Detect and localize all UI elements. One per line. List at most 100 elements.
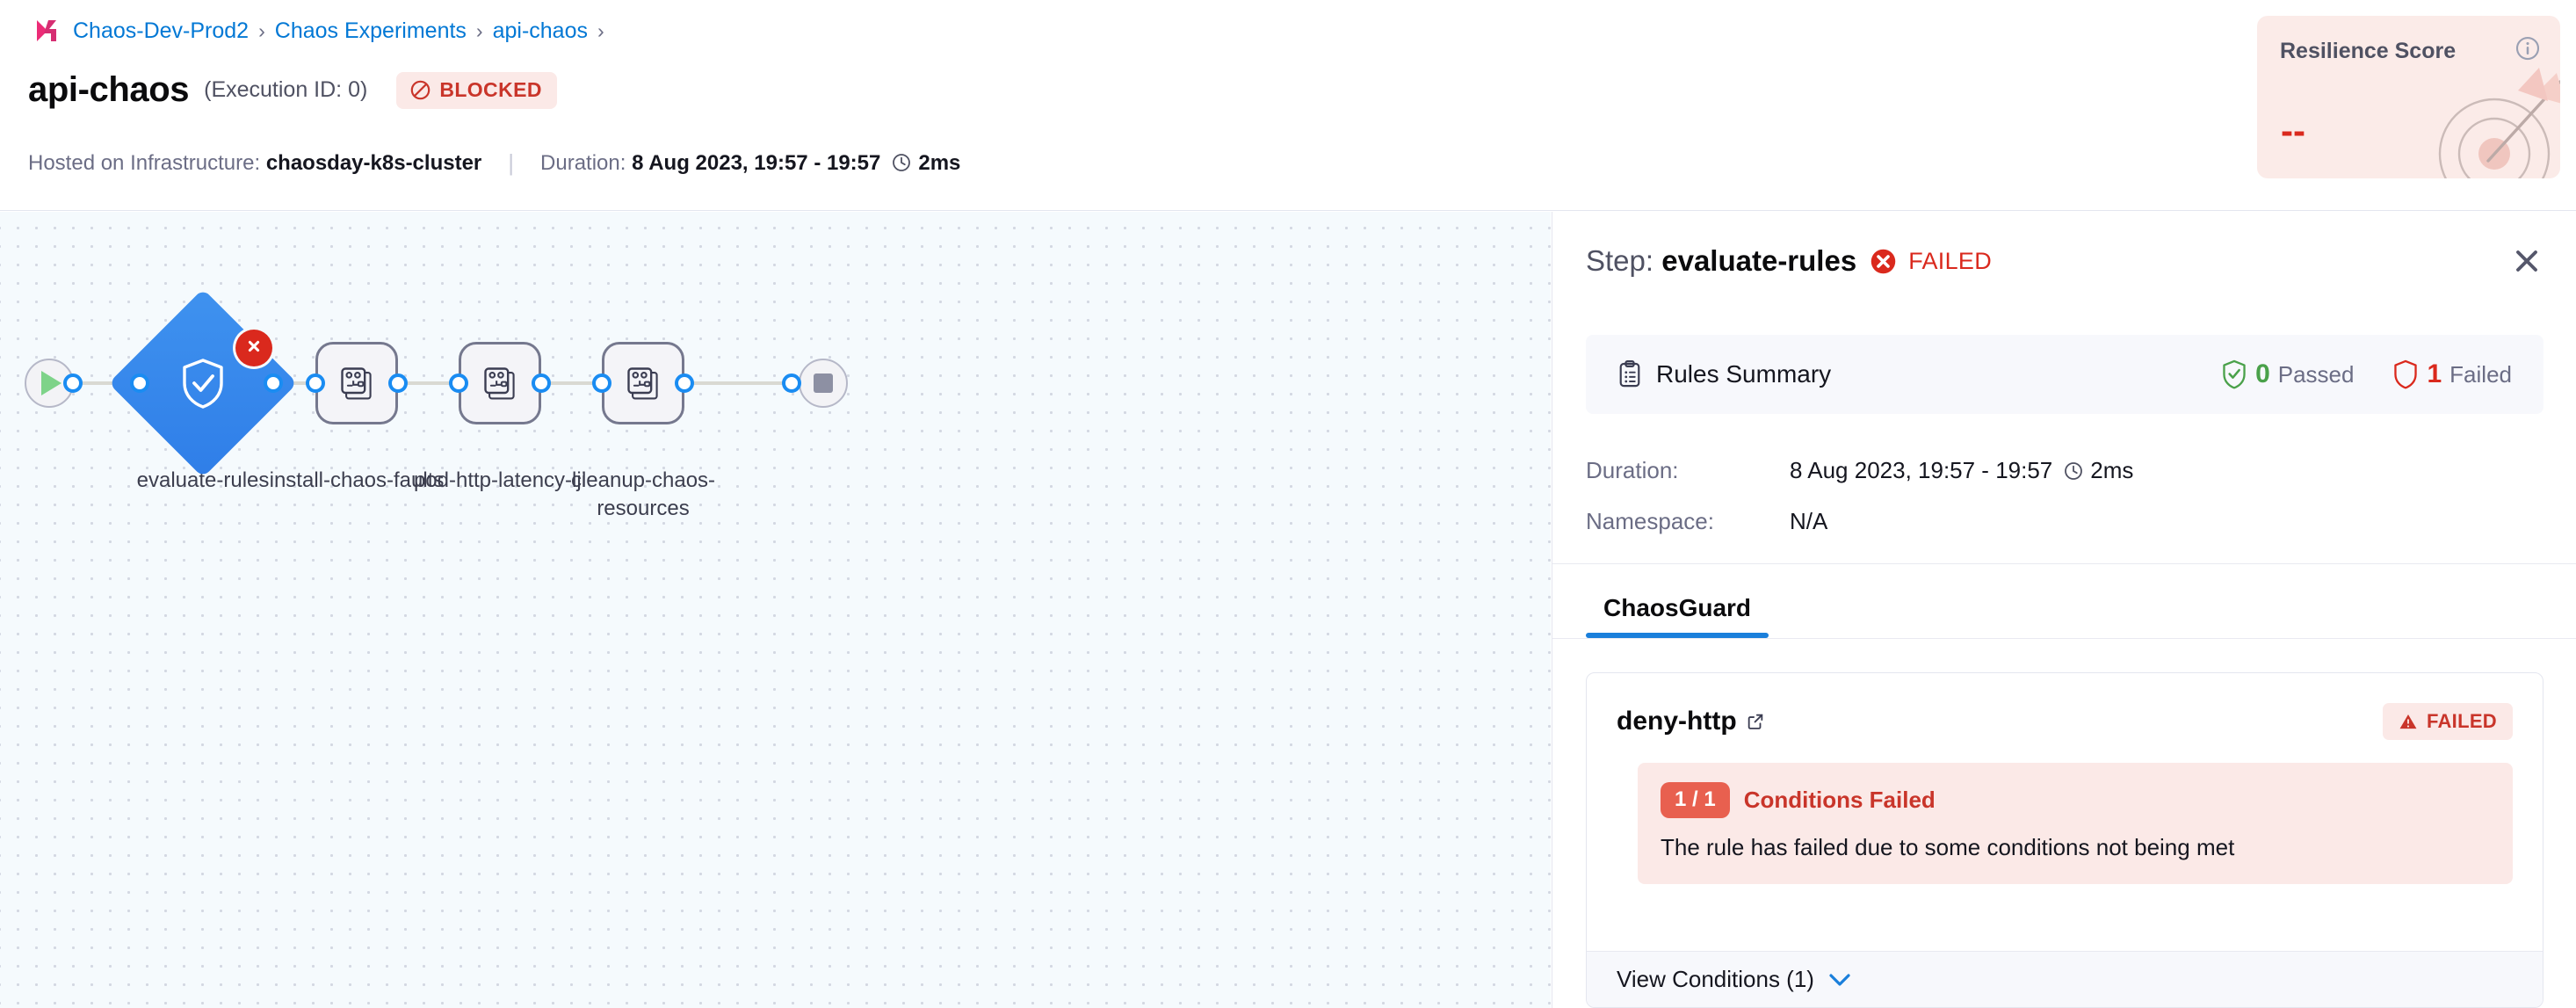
rules-passed-count: 0 <box>2255 359 2270 388</box>
node-pod-http-latency-lji[interactable] <box>459 342 541 424</box>
duration-value: 2ms <box>918 150 961 175</box>
rules-failed-stat: 1 Failed <box>2392 359 2512 389</box>
shield-outline-icon <box>2392 359 2419 389</box>
panel-tabs: ChaosGuard <box>1552 563 2576 639</box>
panel-title: Step: evaluate-rules <box>1586 244 1856 278</box>
clock-icon <box>2052 457 2090 484</box>
warning-triangle-icon <box>2399 713 2418 730</box>
conditions-failed-box: 1 / 1 Conditions Failed The rule has fai… <box>1638 763 2513 884</box>
blocked-icon <box>409 79 431 101</box>
clipboard-icon <box>1617 360 1642 388</box>
edge-start-to-evaluate-rules <box>73 381 139 385</box>
port-latency-in[interactable] <box>449 373 468 393</box>
panel-status-label: FAILED <box>1908 247 1993 274</box>
meta-row: Hosted on Infrastructure: chaosday-k8s-c… <box>28 149 960 177</box>
view-conditions-label: View Conditions (1) <box>1617 966 1814 992</box>
conditions-failed-header: 1 / 1 Conditions Failed <box>1661 782 2490 818</box>
port-end-in[interactable] <box>782 373 801 393</box>
node-evaluate-rules-icon-wrap <box>136 316 270 450</box>
step-details-panel: Step: evaluate-rules FAILED <box>1552 212 2576 1008</box>
detail-key-namespace: Namespace: <box>1586 507 1714 534</box>
rules-failed-count: 1 <box>2427 359 2442 388</box>
port-cleanup-out[interactable] <box>675 373 694 393</box>
conditions-failed-chip: 1 / 1 <box>1661 782 1730 818</box>
port-evaluate-rules-out[interactable] <box>264 373 283 393</box>
error-x-icon <box>1856 247 1908 276</box>
status-badge-label: BLOCKED <box>439 77 542 101</box>
start-node[interactable] <box>25 359 74 408</box>
tab-chaosguard[interactable]: ChaosGuard <box>1586 594 1769 638</box>
port-evaluate-rules-in[interactable] <box>130 373 149 393</box>
detail-key-duration: Duration: <box>1586 456 1679 483</box>
detail-row-duration: Duration: 8 Aug 2023, 19:57 - 19:57 2ms <box>1586 445 2464 496</box>
rule-status-badge-label: FAILED <box>2426 710 2497 732</box>
port-cleanup-in[interactable] <box>592 373 611 393</box>
chevron-down-icon <box>1828 973 1851 987</box>
chaos-fault-icon <box>484 367 515 400</box>
node-label-install-chaos-faults: install-chaos-faults <box>269 468 445 492</box>
play-icon <box>41 371 62 395</box>
execution-id: (Execution ID: 0) <box>204 77 368 102</box>
rules-summary-left: Rules Summary <box>1617 360 1831 388</box>
rule-name[interactable]: deny-http <box>1617 707 1737 736</box>
error-x-icon <box>244 337 264 360</box>
clock-icon <box>880 151 918 176</box>
meta-divider: | <box>508 149 515 176</box>
rules-failed-label: Failed <box>2449 360 2512 388</box>
resilience-score-value: -- <box>2281 110 2305 151</box>
panel-title-prefix: Step: <box>1586 244 1654 277</box>
step-details-header: Step: evaluate-rules FAILED <box>1552 212 2576 310</box>
panel-step-name: evaluate-rules <box>1661 244 1857 277</box>
infra-label: Hosted on Infrastructure: <box>28 150 261 175</box>
breadcrumb-separator: › <box>475 18 483 42</box>
resilience-score-card: Resilience Score -- <box>2257 16 2560 178</box>
port-start-out[interactable] <box>63 373 83 393</box>
port-latency-out[interactable] <box>532 373 551 393</box>
breadcrumb-separator-trailing: › <box>597 18 604 42</box>
conditions-failed-label: Conditions Failed <box>1743 786 1936 813</box>
port-install-in[interactable] <box>306 373 325 393</box>
duration-range: 8 Aug 2023, 19:57 - 19:57 <box>632 150 881 175</box>
rule-status-badge: FAILED <box>2382 703 2513 740</box>
port-install-out[interactable] <box>388 373 408 393</box>
edge-latency-to-cleanup <box>541 381 601 385</box>
rules-passed-stat: 0 Passed <box>2221 359 2354 389</box>
detail-duration-range: 8 Aug 2023, 19:57 - 19:57 <box>1790 456 2053 483</box>
page-header: Chaos-Dev-Prod2 › Chaos Experiments › ap… <box>0 0 2576 211</box>
breadcrumb-item-2[interactable]: api-chaos <box>492 18 588 43</box>
rules-summary-title: Rules Summary <box>1656 360 1832 388</box>
harness-logo-icon <box>35 18 63 44</box>
edge-cleanup-to-end <box>684 381 790 385</box>
end-node[interactable] <box>799 359 848 408</box>
resilience-score-title: Resilience Score <box>2280 39 2457 63</box>
node-install-chaos-faults[interactable] <box>315 342 398 424</box>
node-label-pod-http-latency-lji: pod-http-latency-lji <box>413 468 587 492</box>
breadcrumb: Chaos-Dev-Prod2 › Chaos Experiments › ap… <box>35 18 604 44</box>
detail-row-namespace: Namespace: N/A <box>1586 496 2464 547</box>
close-icon[interactable] <box>2509 243 2544 279</box>
rules-summary-bar: Rules Summary 0 Passed <box>1586 335 2543 414</box>
view-conditions-toggle[interactable]: View Conditions (1) <box>1587 951 2543 1007</box>
detail-value-duration: 8 Aug 2023, 19:57 - 19:57 2ms <box>1790 457 2133 484</box>
duration-label: Duration: <box>540 150 626 175</box>
external-link-icon[interactable] <box>1746 712 1765 731</box>
rules-summary-stats: 0 Passed 1 Failed <box>2221 359 2512 389</box>
shield-check-icon <box>183 359 223 409</box>
step-detail-list: Duration: 8 Aug 2023, 19:57 - 19:57 2ms … <box>1586 445 2464 547</box>
stop-icon <box>814 373 833 393</box>
detail-duration-value: 2ms <box>2090 456 2134 483</box>
node-cleanup-chaos-resources[interactable] <box>602 342 684 424</box>
tab-chaosguard-label: ChaosGuard <box>1603 594 1752 621</box>
node-label-cleanup-chaos-resources: cleanup-chaos-resources <box>570 468 716 520</box>
status-badge: BLOCKED <box>396 71 557 109</box>
rule-card-deny-http: deny-http <box>1586 672 2543 1008</box>
pipeline-canvas[interactable]: evaluate-rules install-chaos-faults <box>0 212 1551 1008</box>
detail-value-namespace: N/A <box>1790 507 1828 534</box>
breadcrumb-item-1[interactable]: Chaos Experiments <box>274 18 467 43</box>
chaos-fault-icon <box>627 367 658 400</box>
rule-card-header: deny-http <box>1587 673 2543 740</box>
breadcrumb-item-0[interactable]: Chaos-Dev-Prod2 <box>73 18 250 43</box>
edge-install-to-latency <box>398 381 458 385</box>
chaos-fault-icon <box>341 367 372 400</box>
